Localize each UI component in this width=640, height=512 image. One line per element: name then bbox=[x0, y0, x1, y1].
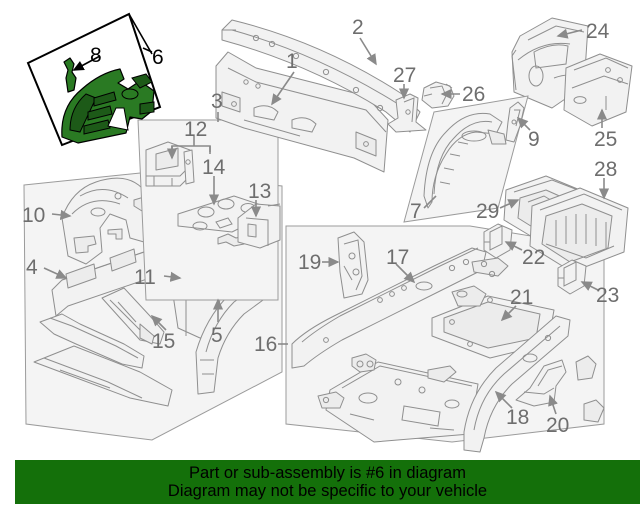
callout-11: 11 bbox=[134, 266, 156, 289]
leader-8 bbox=[72, 55, 101, 71]
leader-18 bbox=[494, 390, 513, 409]
leader-1 bbox=[271, 71, 295, 106]
leader-24 bbox=[556, 28, 583, 39]
callout-7: 7 bbox=[410, 200, 422, 223]
callout-21: 21 bbox=[510, 286, 533, 309]
callout-20: 20 bbox=[546, 414, 569, 437]
part-small-clip bbox=[421, 81, 455, 109]
part-wheelhouse-inner-highlight[interactable] bbox=[61, 68, 155, 144]
part-well-clip-2 bbox=[471, 257, 509, 277]
callout-18: 18 bbox=[506, 406, 529, 429]
leader-15 bbox=[150, 314, 167, 331]
part-storage-tray-large bbox=[529, 187, 629, 273]
callout-16: 16 bbox=[254, 333, 277, 356]
leader-6 bbox=[128, 13, 153, 55]
part-lower-rail-left bbox=[39, 313, 145, 369]
leader-23 bbox=[580, 281, 599, 291]
callout-23: 23 bbox=[596, 284, 619, 307]
info-banner: Part or sub-assembly is #6 in diagram Di… bbox=[15, 460, 640, 504]
leader-6-tick bbox=[142, 47, 153, 53]
callout-8: 8 bbox=[90, 44, 102, 67]
leader-11 bbox=[163, 271, 182, 282]
leader-2 bbox=[359, 37, 377, 66]
callout-28: 28 bbox=[594, 158, 617, 181]
part-battery-tray-box bbox=[563, 53, 633, 127]
callout-19: 19 bbox=[298, 251, 321, 274]
callout-26: 26 bbox=[462, 83, 485, 106]
callout-9: 9 bbox=[528, 128, 540, 151]
leader-29 bbox=[499, 199, 520, 209]
callout-2: 2 bbox=[352, 16, 364, 39]
leader-4 bbox=[43, 267, 68, 279]
callout-24: 24 bbox=[586, 20, 610, 43]
leader-22 bbox=[504, 241, 523, 251]
leader-17 bbox=[395, 263, 416, 284]
banner-line-2: Diagram may not be specific to your vehi… bbox=[167, 482, 488, 500]
callout-22: 22 bbox=[522, 246, 545, 269]
part-wheelhouse-reinforcement bbox=[505, 101, 525, 143]
part-shock-tower-brace bbox=[337, 231, 369, 299]
leader-20 bbox=[548, 394, 558, 415]
part-side-member-right bbox=[463, 315, 571, 453]
wheelhouse-inner-highlight-inset bbox=[26, 12, 162, 147]
part-wheelhouse-outer-panel bbox=[423, 112, 507, 209]
callout-10: 10 bbox=[22, 204, 45, 227]
leader-7 bbox=[423, 195, 437, 209]
part-bracket-pair bbox=[145, 141, 191, 187]
callout-4: 4 bbox=[26, 256, 38, 279]
leader-21 bbox=[500, 305, 517, 322]
banner-line-1: Part or sub-assembly is #6 in diagram bbox=[189, 463, 466, 482]
part-floor-panel-left bbox=[33, 345, 173, 407]
part-bracket-small-center bbox=[183, 149, 195, 185]
part-rear-floor-cross-member bbox=[291, 247, 487, 369]
wheelhouse-outer-panel-group bbox=[403, 95, 529, 223]
part-corner-clip-right-2 bbox=[583, 399, 605, 423]
callout-6: 6 bbox=[152, 46, 164, 69]
callout-3: 3 bbox=[211, 90, 223, 113]
part-bracket-small bbox=[387, 93, 427, 133]
leader-9 bbox=[516, 116, 531, 131]
part-corner-clip-right bbox=[575, 355, 597, 381]
center-panel-group bbox=[137, 119, 281, 301]
leader-10 bbox=[51, 209, 72, 221]
part-rear-body-panel bbox=[215, 51, 389, 173]
callout-15: 15 bbox=[152, 330, 175, 353]
part-rail-bracket bbox=[101, 287, 165, 345]
part-clip-mid-b bbox=[317, 391, 345, 409]
callout-5: 5 bbox=[211, 324, 223, 347]
callout-27: 27 bbox=[393, 64, 416, 87]
part-clip-mid-c bbox=[427, 365, 457, 383]
callout-13: 13 bbox=[248, 180, 271, 203]
callout-17: 17 bbox=[386, 246, 409, 269]
callout-14: 14 bbox=[202, 156, 226, 179]
part-wheelhouse-inner-left bbox=[61, 177, 154, 265]
callout-1: 1 bbox=[286, 50, 298, 73]
callout-25: 25 bbox=[594, 128, 617, 151]
callout-29: 29 bbox=[476, 200, 499, 223]
callout-12: 12 bbox=[184, 118, 207, 141]
